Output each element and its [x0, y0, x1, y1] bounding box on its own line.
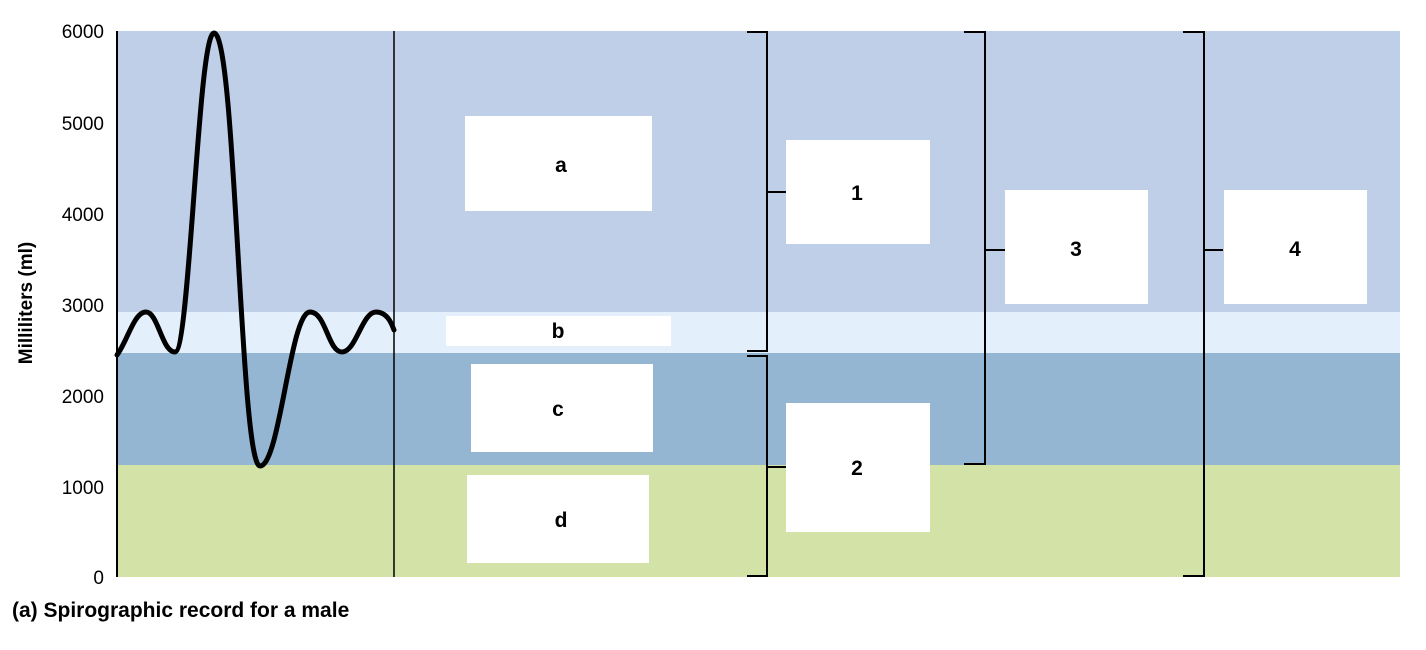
label-d: d [555, 509, 568, 532]
y-tick-label: 1000 [62, 478, 104, 499]
label-box-b [446, 316, 671, 346]
zone-tidal [117, 312, 1400, 353]
label-2: 2 [851, 457, 863, 480]
y-tick-label: 2000 [62, 387, 104, 408]
zone-middle [117, 353, 1400, 465]
label-box-4 [1224, 190, 1367, 304]
label-box-1 [786, 140, 930, 244]
y-tick-label: 6000 [62, 22, 104, 43]
zone-upper [117, 31, 1400, 312]
label-box-3 [1005, 190, 1148, 304]
label-box-d [467, 475, 649, 563]
bracket-1 [747, 31, 786, 352]
y-tick-label: 5000 [62, 114, 104, 135]
label-box-2 [786, 403, 930, 532]
y-tick-label: 4000 [62, 205, 104, 226]
bracket-3 [964, 31, 1005, 465]
label-box-c [471, 364, 653, 452]
label-a: a [555, 154, 567, 177]
label-1: 1 [851, 182, 863, 205]
y-tick-label: 0 [93, 568, 104, 589]
label-b: b [552, 320, 565, 343]
y-tick-label: 3000 [62, 296, 104, 317]
label-box-a [465, 116, 652, 211]
label-3: 3 [1070, 238, 1082, 261]
figure-caption: (a) Spirographic record for a male [12, 599, 350, 622]
zone-bottom [117, 465, 1400, 577]
label-4: 4 [1289, 238, 1301, 261]
bracket-2 [747, 355, 786, 577]
y-axis-title: Milliliters (ml) [16, 242, 37, 364]
bracket-4 [1183, 31, 1223, 577]
spirogram-trace [114, 30, 397, 469]
label-c: c [552, 398, 564, 421]
